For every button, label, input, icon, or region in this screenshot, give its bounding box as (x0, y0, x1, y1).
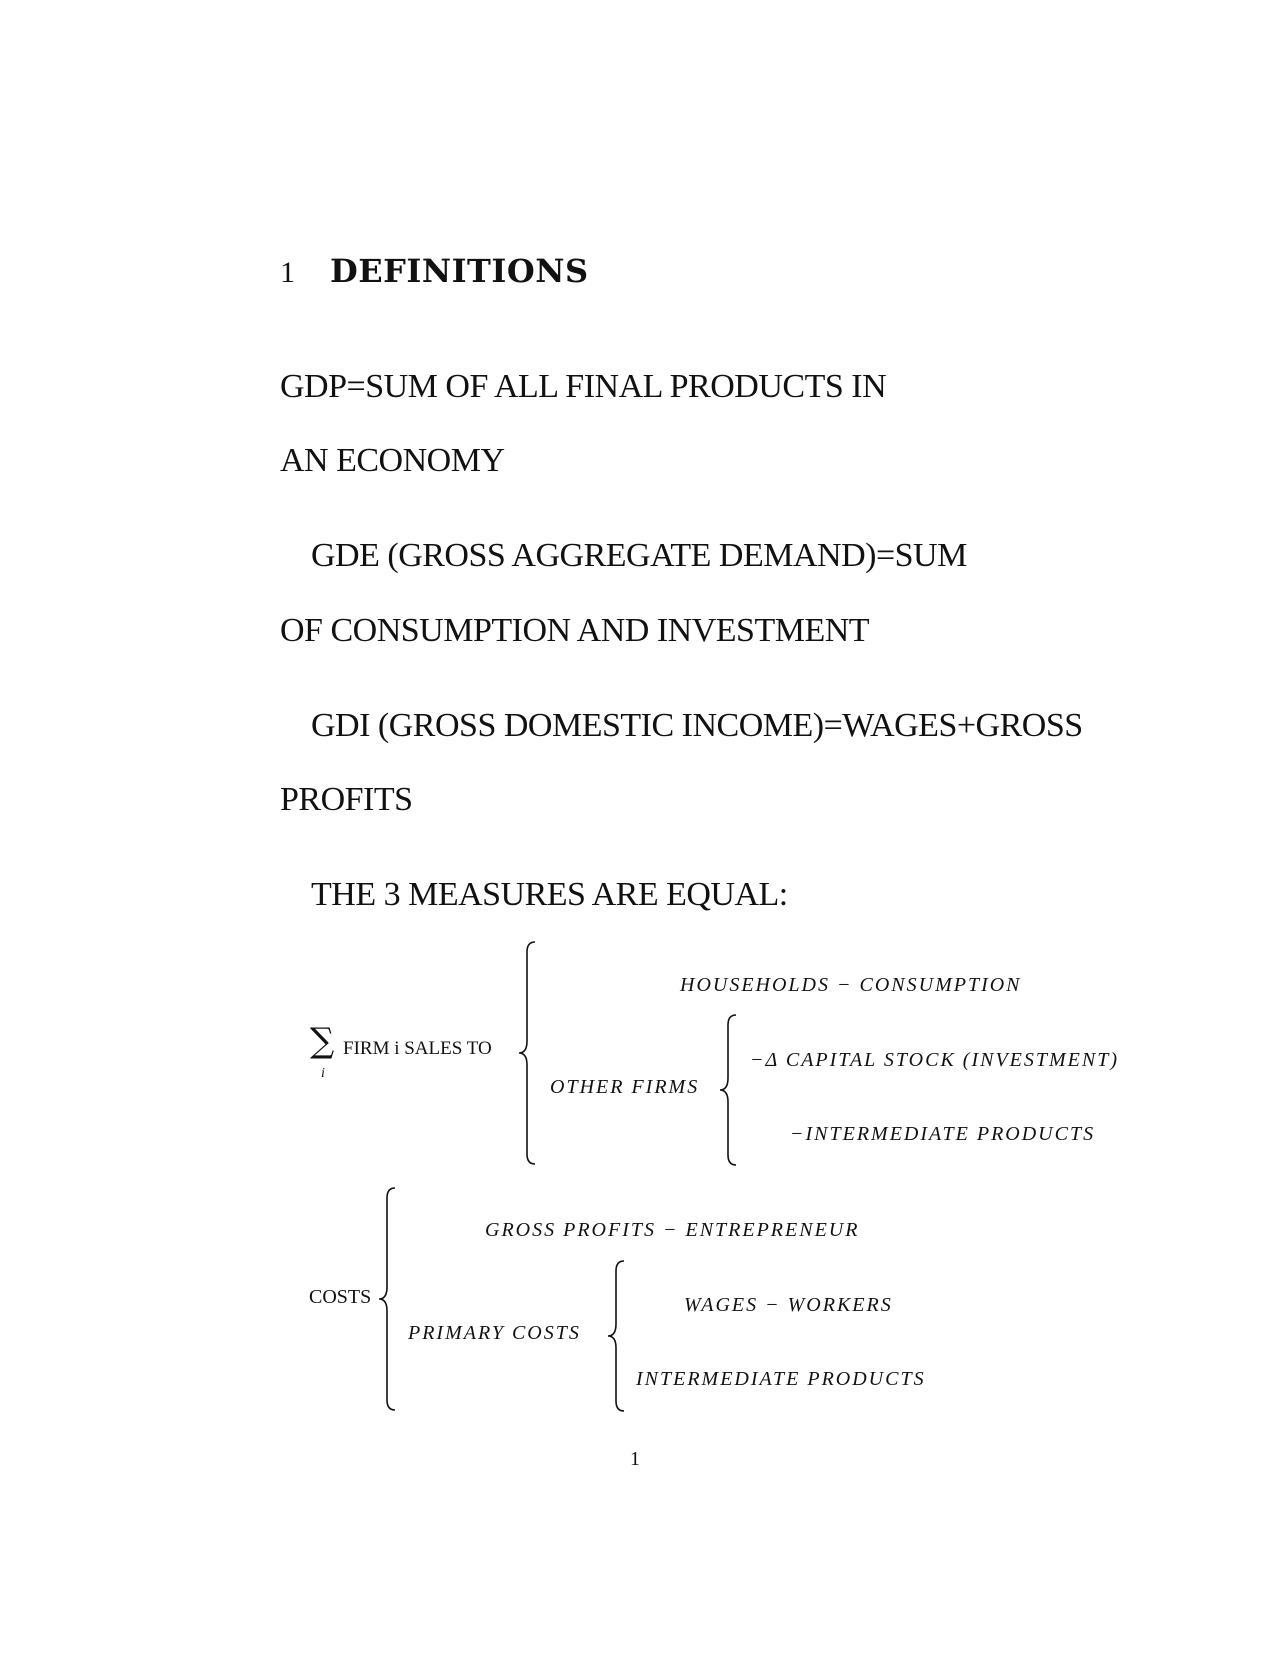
summation-index: i (321, 1066, 327, 1081)
summation-symbol: ∑ (310, 1021, 335, 1061)
gross-profits-entrepreneur: GROSS PROFITS − ENTREPRENEUR (485, 1219, 860, 1241)
firm-sales-label: FIRM i SALES TO (343, 1038, 492, 1059)
capital-stock-investment: −Δ CAPITAL STOCK (INVESTMENT) (750, 1049, 1120, 1071)
section-number: 1 (280, 256, 295, 289)
gde-definition-line-1: GDE (GROSS AGGREGATE DEMAND)=SUM (311, 537, 967, 574)
other-firms-brace (719, 1014, 737, 1166)
intermediate-products-sales: −INTERMEDIATE PRODUCTS (790, 1123, 1096, 1145)
costs-label: COSTS (309, 1286, 372, 1308)
measures-equal-statement: THE 3 MEASURES ARE EQUAL: (311, 876, 788, 913)
gde-definition-line-2: OF CONSUMPTION AND INVESTMENT (280, 612, 870, 649)
gdi-definition-line-2: PROFITS (280, 781, 413, 818)
households-consumption: HOUSEHOLDS − CONSUMPTION (680, 974, 1022, 996)
primary-costs-brace (607, 1260, 625, 1412)
primary-costs-label: PRIMARY COSTS (408, 1322, 581, 1344)
sales-outer-brace (518, 941, 536, 1165)
other-firms-label: OTHER FIRMS (550, 1076, 700, 1098)
gdi-definition-line-1: GDI (GROSS DOMESTIC INCOME)=WAGES+GROSS (311, 707, 1083, 744)
page-number: 1 (630, 1448, 640, 1470)
costs-outer-brace (378, 1187, 396, 1411)
section-title: DEFINITIONS (330, 252, 589, 290)
gdp-definition-line-1: GDP=SUM OF ALL FINAL PRODUCTS IN (280, 368, 887, 405)
gdp-definition-line-2: AN ECONOMY (280, 442, 505, 479)
wages-workers: WAGES − WORKERS (684, 1294, 893, 1316)
intermediate-products-costs: INTERMEDIATE PRODUCTS (636, 1368, 926, 1390)
